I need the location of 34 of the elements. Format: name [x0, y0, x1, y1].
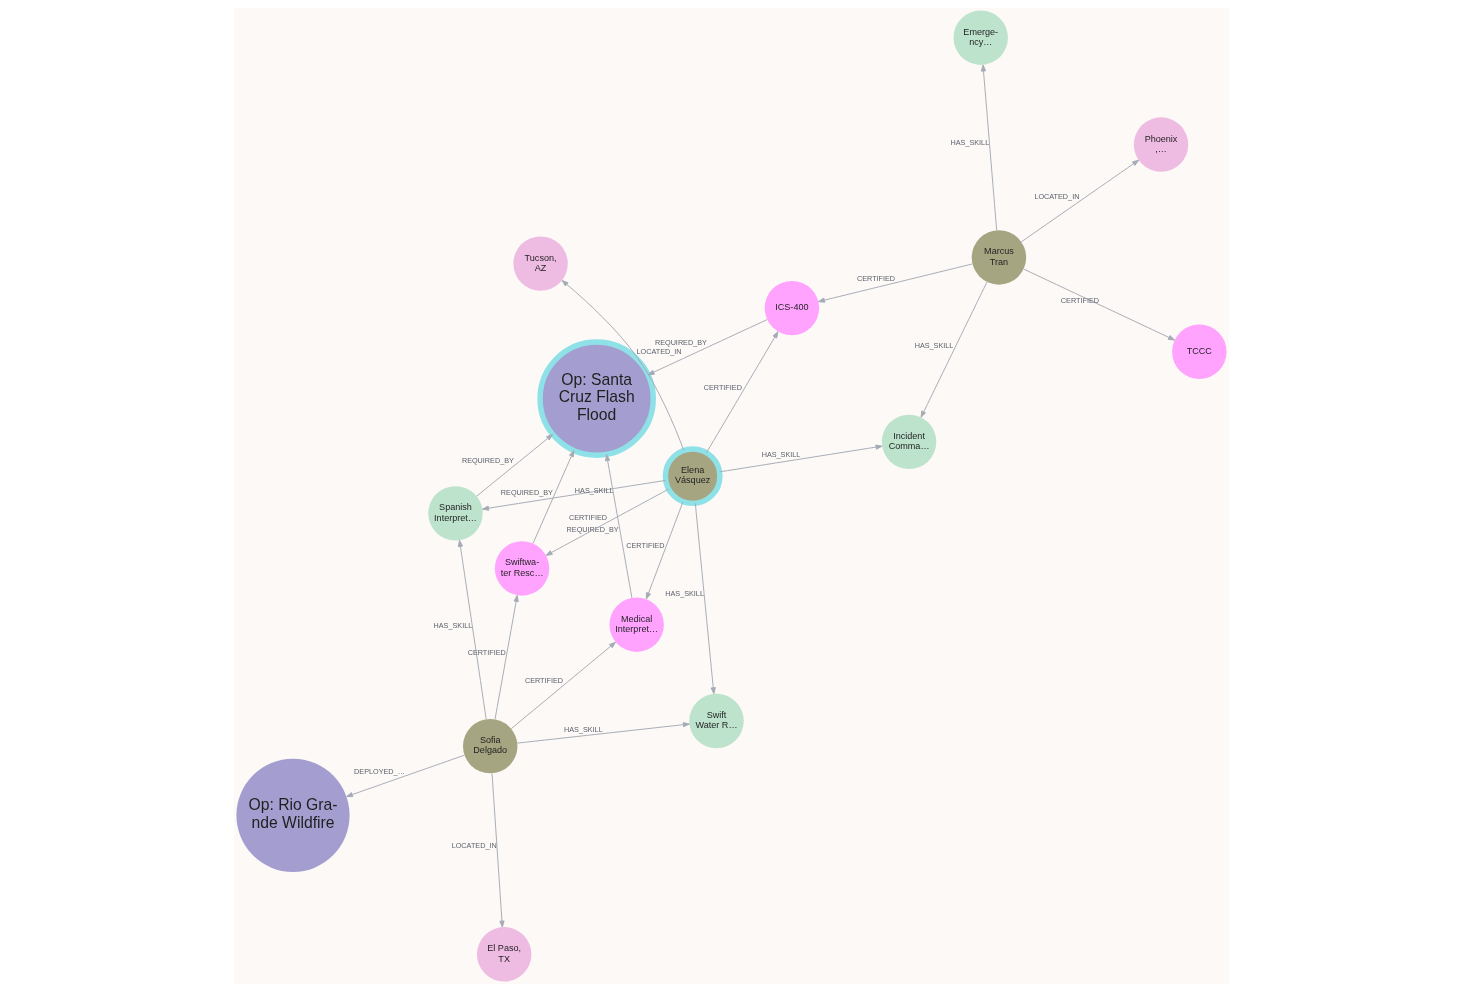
arrow	[491, 772, 505, 928]
node-circle: Spanish Interpret…	[427, 486, 483, 541]
node-circle: Sofia Delgado	[462, 718, 517, 774]
node-circle: Emerge- ncy…	[953, 10, 1008, 65]
arrow	[920, 281, 987, 418]
arrow	[980, 64, 997, 231]
node-circle: Marcus Tran	[971, 230, 1026, 285]
arrow	[647, 319, 768, 376]
node-circle: Incident Comma…	[881, 414, 936, 470]
node-circle: TCCC	[1171, 324, 1227, 379]
node-circle: ICS-400	[764, 280, 819, 336]
arrow	[718, 444, 883, 473]
arrow	[475, 433, 553, 497]
arrow	[561, 280, 684, 451]
arrow	[510, 641, 616, 730]
arrow	[345, 754, 465, 798]
arrow	[705, 331, 778, 454]
arrow	[645, 501, 683, 600]
node-circle: Swift Water R…	[688, 693, 744, 749]
node-circle: El Paso, TX	[476, 927, 531, 982]
node-circle: Swiftwa- ter Resc…	[494, 541, 549, 596]
arrow	[1022, 268, 1175, 341]
arrow	[457, 539, 487, 720]
arrow	[532, 450, 574, 544]
node-circle: Elena Vásquez	[662, 446, 723, 507]
arrow	[481, 479, 666, 511]
node-circle: Op: Rio Gra- nde Wildfire	[235, 758, 350, 872]
arrow	[516, 722, 690, 744]
arrow	[494, 594, 519, 720]
arrow	[1020, 159, 1139, 243]
arrow	[545, 488, 669, 556]
arrow	[817, 263, 973, 303]
arrow	[694, 502, 716, 695]
arrow	[604, 454, 632, 599]
